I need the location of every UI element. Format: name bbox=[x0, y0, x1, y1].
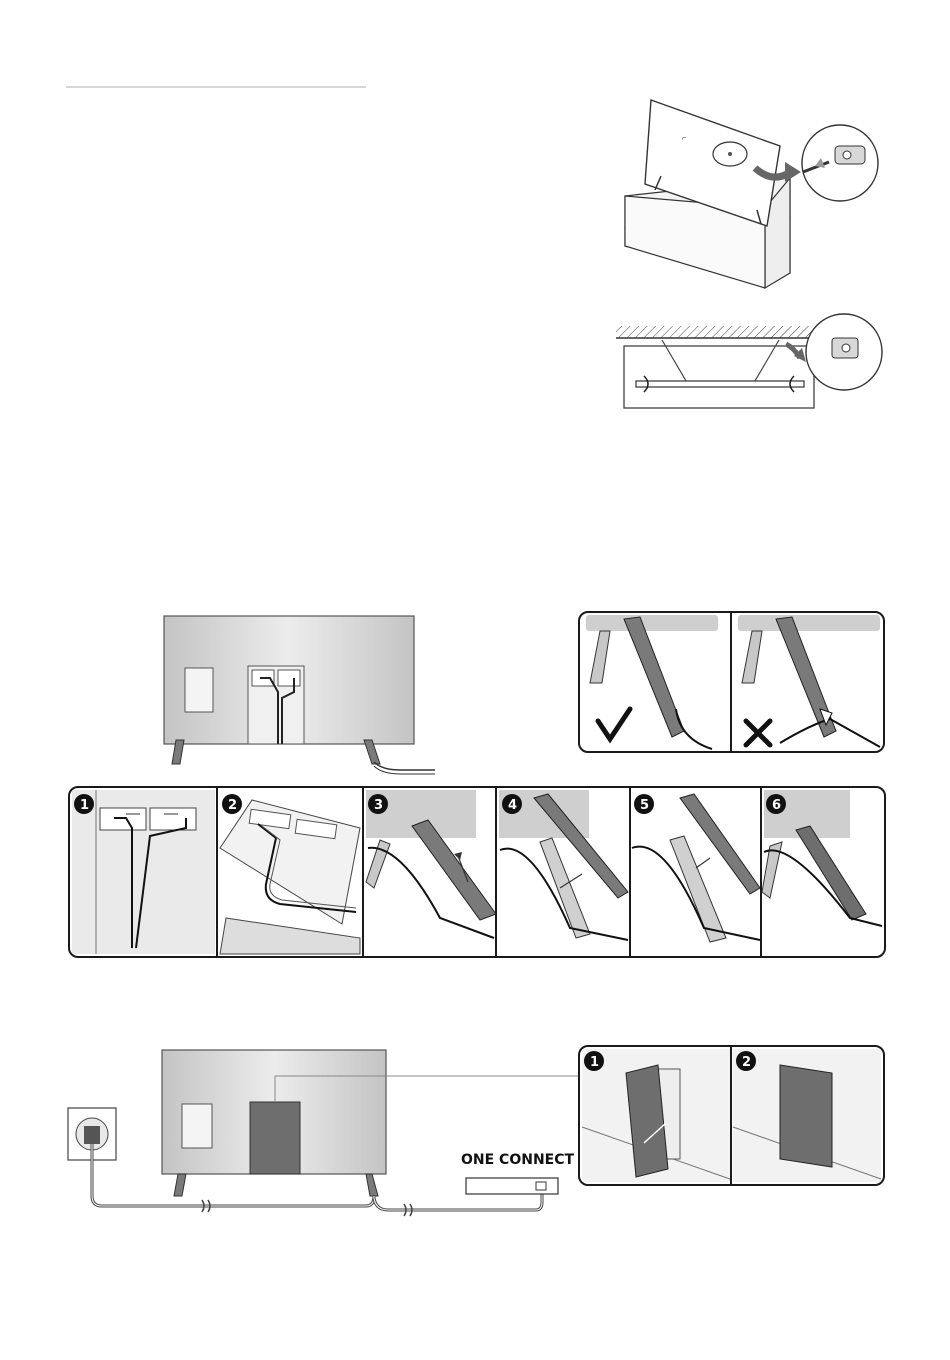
check-icon bbox=[598, 709, 630, 739]
step-2-number: 2 bbox=[228, 798, 237, 813]
step-5-number: 5 bbox=[640, 798, 649, 813]
step-4-panel: 4 bbox=[499, 790, 628, 940]
cover-steps-strip: 1 2 bbox=[580, 1047, 883, 1184]
tv-rear-cable-illustration bbox=[160, 612, 440, 777]
step-2-panel: 2 bbox=[220, 794, 360, 954]
step-1-panel: 1 bbox=[72, 790, 215, 954]
cable-steps-strip: 1 2 3 bbox=[70, 788, 884, 956]
cable-routing-steps-figure: 1 2 3 bbox=[68, 786, 886, 958]
one-connect-connection-figure bbox=[66, 1046, 586, 1226]
cover-step-1-number: 1 bbox=[590, 1055, 599, 1070]
tv-side-bracket-illustration bbox=[614, 308, 884, 413]
cover-attach-steps-figure: 1 2 bbox=[578, 1045, 885, 1186]
wall-bracket-figure-top: ⌐ bbox=[615, 98, 885, 293]
one-connect-wiring bbox=[66, 1046, 586, 1226]
cross-icon bbox=[746, 721, 770, 745]
tv-back-overview-figure bbox=[160, 612, 440, 777]
step-6-number: 6 bbox=[772, 798, 781, 813]
wall-bracket-figure-side bbox=[614, 308, 884, 413]
section-divider bbox=[66, 86, 366, 88]
one-connect-label: ONE CONNECT bbox=[461, 1152, 574, 1168]
ok-ng-comparison bbox=[580, 613, 883, 751]
cover-step-2-number: 2 bbox=[742, 1055, 751, 1070]
tv-stand-screw-illustration: ⌐ bbox=[615, 98, 885, 293]
stand-routing-ok-ng-figure bbox=[578, 611, 885, 753]
step-3-number: 3 bbox=[374, 798, 383, 813]
svg-text:⌐: ⌐ bbox=[682, 135, 686, 142]
step-5-panel: 5 bbox=[632, 794, 760, 942]
step-6-panel: 6 bbox=[762, 790, 882, 926]
step-3-panel: 3 bbox=[366, 790, 496, 938]
step-4-number: 4 bbox=[508, 798, 517, 813]
step-1-number: 1 bbox=[80, 798, 89, 813]
